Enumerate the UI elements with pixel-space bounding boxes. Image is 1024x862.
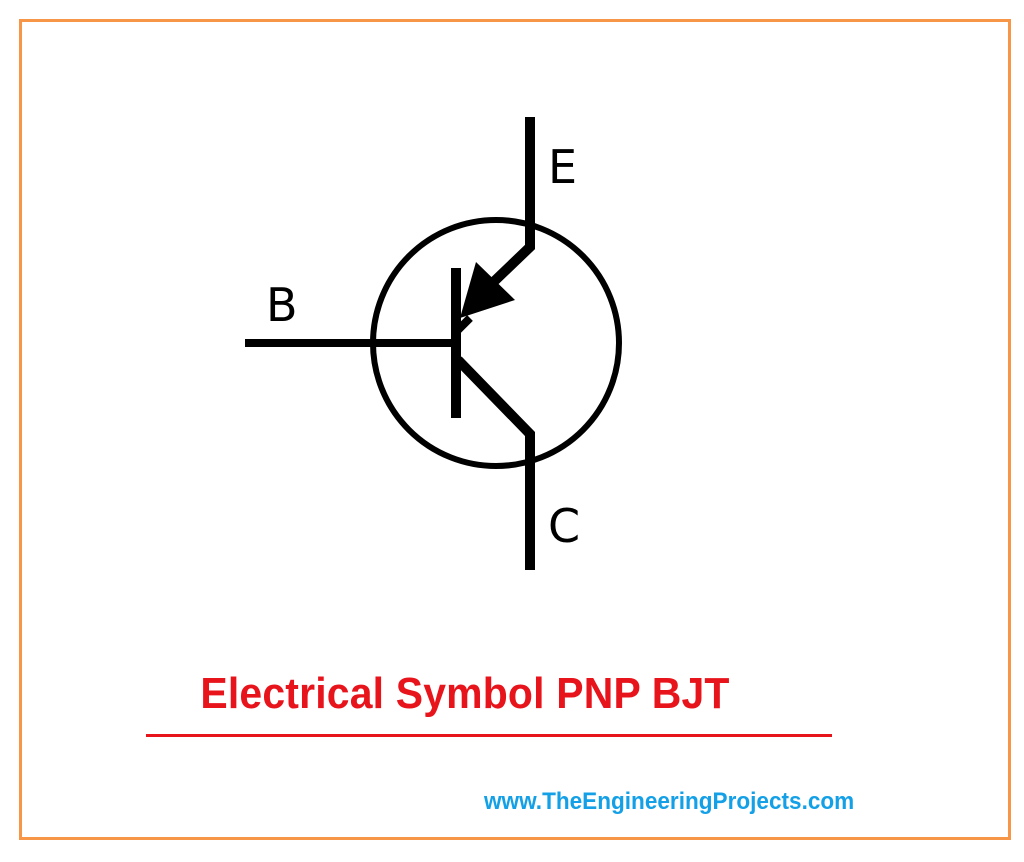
emitter-label: E — [548, 140, 578, 194]
diagram-title: Electrical Symbol PNP BJT — [200, 669, 730, 718]
diagram-frame — [19, 19, 1011, 840]
collector-label: C — [548, 499, 581, 553]
collector-lead — [454, 356, 535, 570]
website-link[interactable]: www.TheEngineeringProjects.com — [484, 788, 855, 815]
title-underline — [146, 734, 832, 737]
emitter-arrow-icon — [460, 262, 515, 318]
emitter-arrow-stem — [455, 315, 473, 333]
emitter-lead — [478, 117, 535, 297]
base-label: B — [266, 278, 298, 332]
